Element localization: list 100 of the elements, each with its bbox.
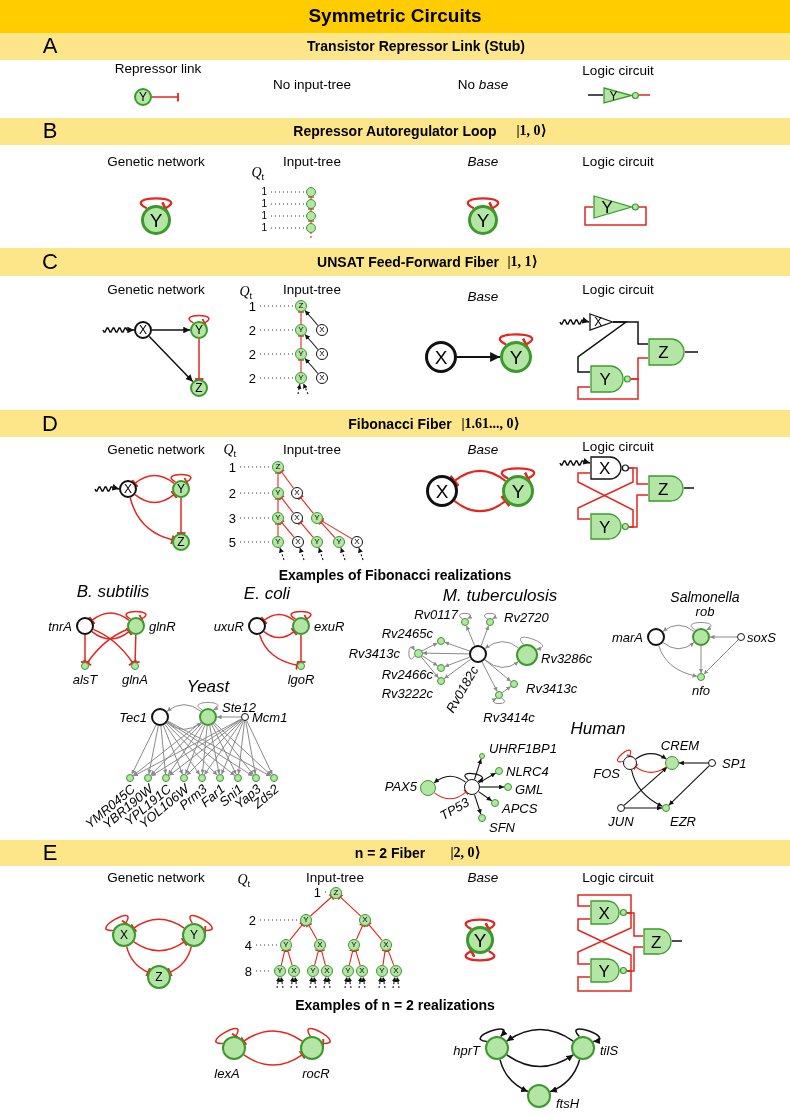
wire (310, 232, 312, 239)
gene-node (527, 1084, 551, 1108)
gene-node: Y (502, 475, 534, 507)
tree-node: X (292, 536, 304, 548)
title-bar: Symmetric Circuits (0, 0, 790, 33)
activation-arrow (420, 656, 439, 679)
wire (577, 472, 634, 528)
column-header: Genetic network (107, 443, 205, 457)
level-number: 4 (244, 938, 252, 952)
activation-arrow (458, 612, 473, 620)
column-header: Base (467, 871, 499, 885)
gene-node (708, 759, 716, 767)
gene-label: Rv2465c (381, 626, 433, 640)
column-header: Repressor link (114, 62, 202, 76)
repression-link (433, 789, 469, 800)
activation-arrow (624, 805, 663, 811)
gene-label: CREM (660, 738, 700, 752)
gene-node: X (119, 480, 137, 498)
gene-label: glnR (149, 619, 176, 633)
repression-link (80, 634, 90, 663)
species-title: Salmonella (670, 590, 740, 604)
activation-arrow (480, 625, 490, 647)
activation-arrow (381, 976, 387, 989)
tree-node: X (351, 536, 363, 548)
gene-node (131, 662, 139, 670)
repression-link (194, 338, 204, 380)
repression-link (307, 196, 315, 200)
activation-arrow (296, 383, 302, 395)
gene-node (252, 774, 260, 782)
activation-arrow (133, 718, 242, 777)
tree-node: X (291, 487, 303, 499)
subsection-title: Examples of Fibonacci realizations (278, 568, 512, 582)
wire (638, 94, 651, 96)
gene-label: nfo (691, 683, 711, 697)
level-number: 2 (248, 347, 256, 361)
repression-link (355, 923, 366, 941)
repression-link (318, 519, 336, 539)
activation-arrow (473, 758, 482, 780)
activation-arrow (377, 976, 383, 989)
gene-node (216, 774, 224, 782)
gene-label: NLRC4 (506, 764, 549, 778)
activation-arrow (304, 309, 319, 327)
repression-link (352, 949, 361, 966)
column-header: Logic circuit (582, 283, 654, 297)
tree-node: Y (300, 914, 312, 926)
tree-node (306, 199, 316, 209)
gene-node: X (112, 923, 136, 947)
tree-node: Y (342, 965, 354, 977)
repression-link (297, 311, 305, 325)
column-header: Base (467, 290, 499, 304)
activation-arrow (709, 634, 738, 640)
level-number: 1 (261, 211, 267, 221)
gene-label: Rv3222c (381, 686, 433, 700)
gene-node (162, 774, 170, 782)
repression-link (319, 517, 353, 540)
gene-node (144, 774, 152, 782)
gene-node (241, 713, 249, 721)
gene-node (222, 1036, 246, 1060)
gene-node: X (134, 321, 152, 339)
activation-arrow (302, 382, 309, 395)
gene-node: Y (182, 923, 206, 947)
level-number: 1 (261, 187, 267, 197)
gene-node (270, 774, 278, 782)
section-title: Fibonacci Fiber (348, 417, 452, 431)
gene-label: exuR (314, 619, 345, 633)
repression-link (305, 923, 318, 941)
activation-arrow (678, 760, 709, 766)
gene-label: Tec1 (119, 710, 147, 724)
species-title: Yeast (186, 677, 230, 695)
activation-arrow (246, 720, 273, 775)
repression-link (297, 359, 305, 373)
wire (577, 894, 632, 914)
activation-arrow (668, 765, 710, 806)
tree-node (306, 211, 316, 221)
activation-arrow (444, 641, 470, 652)
repression-link (296, 634, 306, 663)
level-number: 1 (261, 199, 267, 209)
wire (683, 487, 695, 489)
tree-node: X (314, 939, 326, 951)
gene-node (665, 756, 679, 770)
gene-node (491, 799, 499, 807)
gene-node (737, 633, 745, 641)
gene-node (234, 774, 242, 782)
level-number: 2 (228, 486, 236, 500)
activation-arrow (478, 791, 493, 802)
species-title: E. coli (243, 584, 291, 602)
wire (577, 970, 632, 992)
activation-arrow (147, 725, 159, 775)
repression-link (278, 519, 295, 538)
level-number: 8 (244, 964, 252, 978)
repression-link (278, 495, 294, 514)
wire (684, 351, 699, 353)
tree-node: Y (295, 324, 307, 336)
level-number: 1 (313, 885, 321, 899)
and-gate: Z (648, 338, 685, 366)
gene-node (127, 617, 145, 635)
activation-arrow (635, 753, 667, 760)
tree-node: X (390, 965, 402, 977)
gene-node (199, 708, 217, 726)
tree-node: Y (311, 512, 323, 524)
